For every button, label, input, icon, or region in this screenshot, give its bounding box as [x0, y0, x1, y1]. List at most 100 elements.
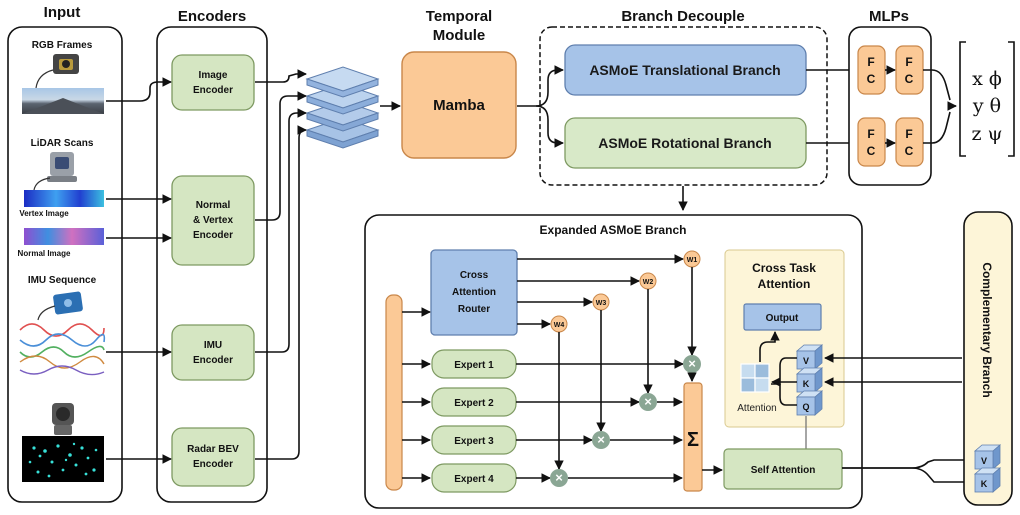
- imu-sensor-icon: [37, 291, 83, 321]
- fc-2-label-top: F: [905, 55, 912, 69]
- output-row-y-theta: y θ: [972, 95, 1001, 117]
- fc-3-label-bottom: C: [867, 144, 876, 158]
- translational-branch[interactable]: ASMoE Translational Branch: [564, 44, 807, 96]
- section-branch-decouple-title: Branch Decouple: [621, 8, 744, 25]
- radar-points: [28, 442, 98, 478]
- expert-3-label: Expert 3: [454, 436, 494, 447]
- weight-w1: W1: [683, 250, 701, 268]
- expert-4[interactable]: Expert 4: [431, 463, 517, 493]
- translational-branch-label: ASMoE Translational Branch: [589, 62, 780, 78]
- multiply-node-4: ×: [550, 469, 568, 487]
- w3-label: W3: [596, 300, 607, 307]
- w1-label: W1: [687, 257, 698, 264]
- imu-encoder[interactable]: IMU Encoder: [171, 324, 255, 381]
- image-encoder-to-stack-arrow: [255, 69, 307, 83]
- fc-block-4[interactable]: F C: [895, 117, 924, 167]
- attention-matrix-icon: [740, 363, 770, 393]
- multiply-node-2: ×: [639, 393, 657, 411]
- value-cube-label: V: [803, 356, 809, 366]
- camera-icon: [35, 54, 79, 89]
- output-row-z-psi: z ψ: [972, 123, 1003, 145]
- feature-stack-icon: [305, 66, 380, 149]
- asmoe-input-bar: [385, 294, 403, 491]
- output-row-x-phi: x ϕ: [972, 68, 1002, 90]
- weight-w2: W2: [639, 272, 657, 290]
- section-temporal-title-2: Module: [433, 27, 486, 44]
- multiply-2-symbol: ×: [644, 394, 652, 409]
- mamba-to-rotational-arrow: [535, 105, 564, 148]
- nv-encoder-label-1: Normal: [196, 200, 231, 211]
- fc-2-label-bottom: C: [905, 72, 914, 86]
- radar-encoder-to-stack-arrow: [255, 125, 307, 460]
- fc-3-label-top: F: [867, 127, 874, 141]
- expert-4-label: Expert 4: [454, 474, 494, 485]
- multiply-3-symbol: ×: [597, 432, 605, 447]
- pose-output-matrix: x ϕ y θ z ψ: [959, 41, 1015, 157]
- fc-block-3[interactable]: F C: [857, 117, 886, 167]
- imu-encoder-label-2: Encoder: [193, 355, 233, 366]
- attention-to-output-arrow: [759, 331, 780, 362]
- mamba-block[interactable]: Mamba: [401, 51, 517, 159]
- cross-attention-router[interactable]: Cross Attention Router: [430, 249, 518, 336]
- expert-1-label: Expert 1: [454, 360, 494, 371]
- fc-block-2[interactable]: F C: [895, 45, 924, 95]
- self-attention-to-comp-key-arrow: [842, 467, 973, 487]
- expert-2[interactable]: Expert 2: [431, 387, 517, 417]
- vertex-image: [24, 190, 104, 207]
- nv-encoder-label-2: & Vertex: [193, 215, 233, 226]
- section-encoders-title: Encoders: [178, 8, 246, 25]
- image-encoder-label-1: Image: [199, 70, 228, 81]
- fc-4-label-top: F: [905, 127, 912, 141]
- expert-2-label: Expert 2: [454, 398, 494, 409]
- nv-encoder-to-stack-arrow: [255, 91, 307, 221]
- radar-bev-image: [22, 436, 104, 482]
- w4-label: W4: [554, 322, 565, 329]
- key-cube-label: K: [803, 379, 810, 389]
- image-encoder[interactable]: Image Encoder: [171, 54, 255, 111]
- vertex-image-label: Vertex Image: [19, 209, 69, 218]
- fc-block-1[interactable]: F C: [857, 45, 886, 95]
- key-cube: K: [795, 367, 824, 393]
- multiply-1-symbol: ×: [688, 356, 696, 371]
- query-cube-label: Q: [802, 402, 809, 412]
- rotational-branch[interactable]: ASMoE Rotational Branch: [564, 117, 807, 169]
- multiply-node-3: ×: [592, 431, 610, 449]
- normal-vertex-encoder[interactable]: Normal & Vertex Encoder: [171, 175, 255, 266]
- query-to-attention-wire: [779, 384, 797, 406]
- multiply-4-symbol: ×: [555, 470, 563, 485]
- nv-encoder-label-3: Encoder: [193, 230, 233, 241]
- multiply-node-1: ×: [683, 355, 701, 373]
- input-panel: [7, 26, 123, 503]
- section-temporal-title-1: Temporal: [426, 8, 492, 25]
- section-mlps-title: MLPs: [869, 8, 909, 25]
- weight-w3: W3: [592, 293, 610, 311]
- branch-decouple-panel: [539, 26, 828, 186]
- self-attention-block[interactable]: Self Attention: [723, 448, 843, 490]
- mamba-to-translational-arrow: [535, 65, 564, 107]
- expanded-asmoe-title: Expanded ASMoE Branch: [540, 223, 687, 237]
- router-label-2: Attention: [452, 287, 496, 298]
- imu-encoder-to-stack-arrow: [255, 108, 307, 353]
- imu-sequence-label: IMU Sequence: [28, 275, 97, 286]
- output-box[interactable]: Output: [743, 303, 822, 331]
- comp-key-cube: K: [973, 467, 1002, 493]
- complementary-branch-panel[interactable]: [963, 211, 1013, 506]
- expert-1[interactable]: Expert 1: [431, 349, 517, 379]
- rotational-branch-label: ASMoE Rotational Branch: [598, 135, 771, 151]
- complementary-branch-title: Complementary Branch: [980, 262, 994, 397]
- query-cube: Q: [795, 390, 824, 416]
- normal-image: [24, 228, 104, 245]
- router-label-3: Router: [458, 304, 490, 315]
- section-input-title: Input: [44, 4, 81, 21]
- expert-3[interactable]: Expert 3: [431, 425, 517, 455]
- value-to-attention-wire: [771, 357, 797, 385]
- attention-label: Attention: [737, 403, 776, 414]
- imu-signal-waves: [19, 323, 106, 376]
- router-label-1: Cross: [460, 270, 489, 281]
- imu-encoder-label-1: IMU: [204, 340, 222, 351]
- radar-sensor-icon: [52, 403, 74, 435]
- cross-task-title-2: Attention: [758, 277, 811, 291]
- radar-bev-encoder[interactable]: Radar BEV Encoder: [171, 427, 255, 487]
- mamba-label: Mamba: [433, 97, 485, 114]
- rgb-frames-label: RGB Frames: [32, 40, 93, 51]
